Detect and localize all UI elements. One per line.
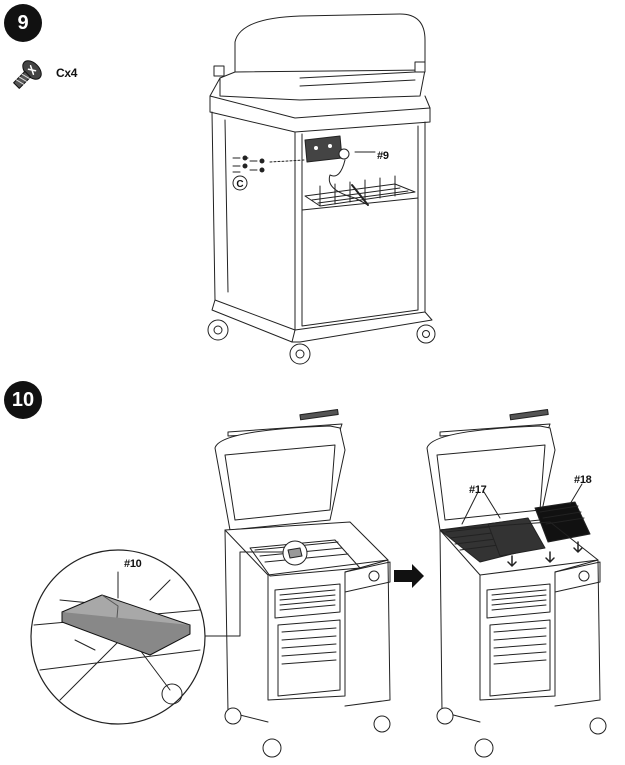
grill-step10-before xyxy=(214,409,391,758)
grill-step9: C xyxy=(207,13,436,365)
part-9-callout: #9 xyxy=(377,150,389,162)
part-17-callout: #17 xyxy=(469,484,487,496)
detail-magnifier xyxy=(30,549,206,725)
grill-step10-after xyxy=(426,409,607,758)
part-18-callout: #18 xyxy=(574,474,592,486)
screw-quantity-label: Cx4 xyxy=(56,66,78,80)
part-10-callout: #10 xyxy=(124,558,142,570)
right-arrow-icon xyxy=(394,564,424,588)
step-10-badge: 10 xyxy=(4,381,42,419)
screw-icon xyxy=(13,60,42,89)
screw-holes xyxy=(232,155,265,173)
step-9-number: 9 xyxy=(17,11,29,34)
step-9-badge: 9 xyxy=(4,4,42,42)
step-10-number: 10 xyxy=(11,388,35,411)
svg-text:C: C xyxy=(236,179,243,190)
hardware-c-marker xyxy=(232,175,248,191)
